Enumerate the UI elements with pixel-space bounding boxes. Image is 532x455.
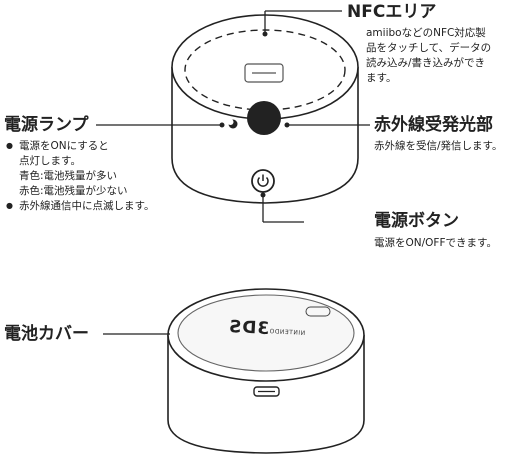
ir-desc: 赤外線を受信/発信します。 bbox=[374, 140, 503, 152]
ir-window bbox=[247, 101, 281, 135]
bullet-icon: ● bbox=[6, 141, 13, 150]
power-lamp-bullet1-line2: 点灯します。 bbox=[19, 155, 81, 167]
nfc-area-desc-line4: ます。 bbox=[366, 72, 397, 84]
ir-title: 赤外線受発光部 bbox=[374, 115, 493, 135]
nfc-area-title: NFCエリア bbox=[347, 2, 437, 22]
power-lamp-bullet1-line4: 赤色:電池残量が少ない bbox=[19, 185, 128, 197]
nfc-area-desc-line1: amiiboなどのNFC対応製 bbox=[366, 27, 486, 39]
device-logo: 3DS bbox=[227, 316, 270, 340]
power-lamp-bullet2: 赤外線通信中に点滅します。 bbox=[19, 200, 155, 212]
nfc-indicator-mark bbox=[244, 63, 284, 83]
nfc-area-desc-line2: 品をタッチして、データの bbox=[366, 42, 492, 54]
power-lamp-bullet1-line3: 青色:電池残量が多い bbox=[19, 170, 118, 182]
power-button-desc: 電源をON/OFFできます。 bbox=[374, 237, 497, 249]
battery-cover-title: 電池カバー bbox=[4, 324, 89, 344]
bullet-icon: ● bbox=[6, 201, 13, 210]
power-button-title: 電源ボタン bbox=[374, 211, 459, 231]
power-lamp-bullet1-line1: 電源をONにすると bbox=[19, 140, 109, 152]
battery-cover bbox=[177, 294, 355, 372]
power-symbol-icon bbox=[257, 176, 269, 187]
power-lamp-title: 電源ランプ bbox=[4, 115, 89, 135]
nfc-area-desc-line3: 読み込み/書き込みができ bbox=[366, 57, 486, 69]
